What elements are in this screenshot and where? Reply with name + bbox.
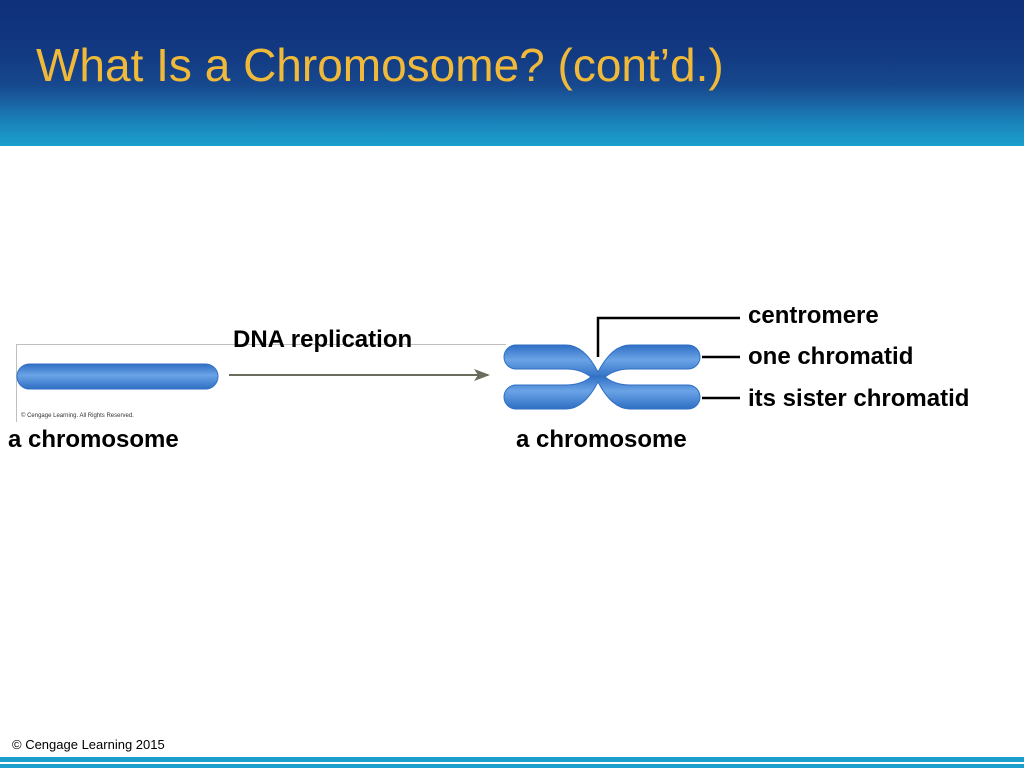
centromere-leader: [596, 316, 740, 357]
sister-chromatid-label: its sister chromatid: [748, 385, 970, 412]
left-chromosome-caption: a chromosome: [8, 426, 179, 453]
one-chromatid-label: one chromatid: [748, 343, 914, 370]
dna-replication-label: DNA replication: [233, 326, 413, 353]
figure-credit: © Cengage Learning. All Rights Reserved.: [21, 413, 134, 419]
centromere-label: centromere: [748, 302, 879, 329]
chromatid-top: [503, 344, 701, 379]
single-chromosome: [16, 363, 219, 390]
footer-bar: [0, 757, 1024, 762]
slide-title: What Is a Chromosome? (cont’d.): [36, 39, 724, 91]
footer-bar-lower: [0, 764, 1024, 768]
duplicated-chromosome: [503, 344, 701, 410]
slide-header: What Is a Chromosome? (cont’d.): [0, 0, 1024, 146]
copyright-notice: © Cengage Learning 2015: [12, 737, 165, 752]
right-chromosome-caption: a chromosome: [516, 426, 687, 453]
chromatid-bottom: [503, 375, 701, 410]
